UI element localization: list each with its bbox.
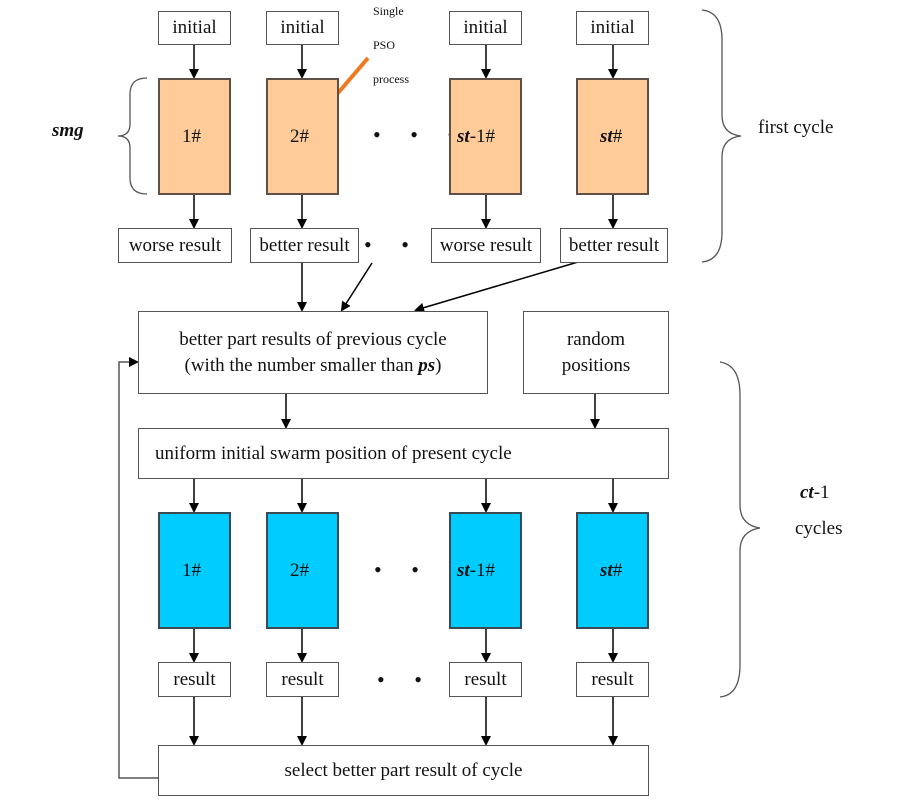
initial-box-1: initial [158,11,231,45]
result-label: worse result [439,234,533,256]
process-label: # [612,559,623,581]
arrow-better-4 [414,261,579,313]
ps-variable: ps [418,354,436,376]
result-box-better-2: better result [250,228,359,263]
process-label: # [612,125,623,147]
uniform-label: uniform initial swarm position of presen… [155,442,512,464]
result-label: better result [568,234,660,256]
process-prefix: st [600,559,613,581]
later-cycles-label-line2: cycles [795,518,843,539]
later-cycles-label: ct-1 [800,482,830,504]
select-better-part-box: select better part result of cycle [158,745,649,796]
initial-label: initial [590,17,635,39]
pso-process-4: st# [576,78,649,195]
ct-variable: ct [800,482,814,503]
pso-process-1: 1# [158,78,231,195]
initial-label: initial [463,17,508,39]
arrow-dots-better [340,262,373,312]
cycle-process-4: st# [576,512,649,629]
better-part-line2-suffix: ) [435,354,442,376]
result-box-worse-3: worse result [431,228,541,263]
uniform-initial-swarm-box: uniform initial swarm position of presen… [138,428,669,479]
process-label: 2# [290,559,309,581]
cycle-process-3: st-1# [449,512,522,629]
smg-label: smg [52,120,84,141]
pso-process-3: st-1# [449,78,522,195]
better-part-line1: better part results of previous cycle [179,328,447,350]
ellipsis-cycle-processes: • • • [374,557,469,582]
pso-process-2: 2# [266,78,339,195]
initial-label: initial [172,17,217,39]
initial-box-2: initial [266,11,339,45]
ct-suffix: -1 [813,482,830,503]
select-label: select better part result of cycle [284,759,523,781]
first-cycle-brace [701,9,742,263]
random-line1: random [566,328,626,350]
annotation-pso: PSO [373,38,396,52]
result-label: result [281,668,324,690]
annotation-single: Single [373,4,404,18]
cycle-result-2: result [266,662,339,697]
initial-box-3: initial [449,11,522,45]
cycle-process-2: 2# [266,512,339,629]
initial-label: initial [280,17,325,39]
cycle-result-4: result [576,662,649,697]
result-label: result [591,668,634,690]
better-part-line2: (with the number smaller than ps) [185,353,442,379]
ellipsis-results: • • • [364,232,459,257]
result-box-better-4: better result [560,228,668,263]
cycle-result-1: result [158,662,231,697]
result-label: better result [259,234,350,256]
process-prefix: st [600,125,613,147]
first-cycle-label: first cycle [758,117,834,138]
process-prefix: st [457,125,470,147]
process-prefix: st [457,559,470,581]
process-label: -1# [469,559,496,581]
annotation-process: process [373,72,409,86]
process-label: 2# [290,125,309,147]
cycle-result-3: result [449,662,522,697]
ellipsis-cycle-results: • • • [377,667,472,692]
process-label: 1# [182,125,201,147]
result-label: result [464,668,507,690]
random-line2: positions [561,354,631,376]
feedback-loop-arrow [118,357,158,779]
result-box-worse-1: worse result [118,228,232,263]
initial-box-4: initial [576,11,649,45]
ellipsis-processes: • • • [373,122,468,147]
process-label: 1# [182,559,201,581]
cycle-process-1: 1# [158,512,231,629]
better-part-line2-text: (with the number smaller than [184,354,419,376]
later-cycles-brace [719,361,761,698]
process-label: -1# [469,125,496,147]
result-label: worse result [128,234,222,256]
result-label: result [173,668,216,690]
smg-brace [117,77,148,195]
better-part-results-box: better part results of previous cycle (w… [138,311,488,394]
random-positions-box: random positions [523,311,669,394]
